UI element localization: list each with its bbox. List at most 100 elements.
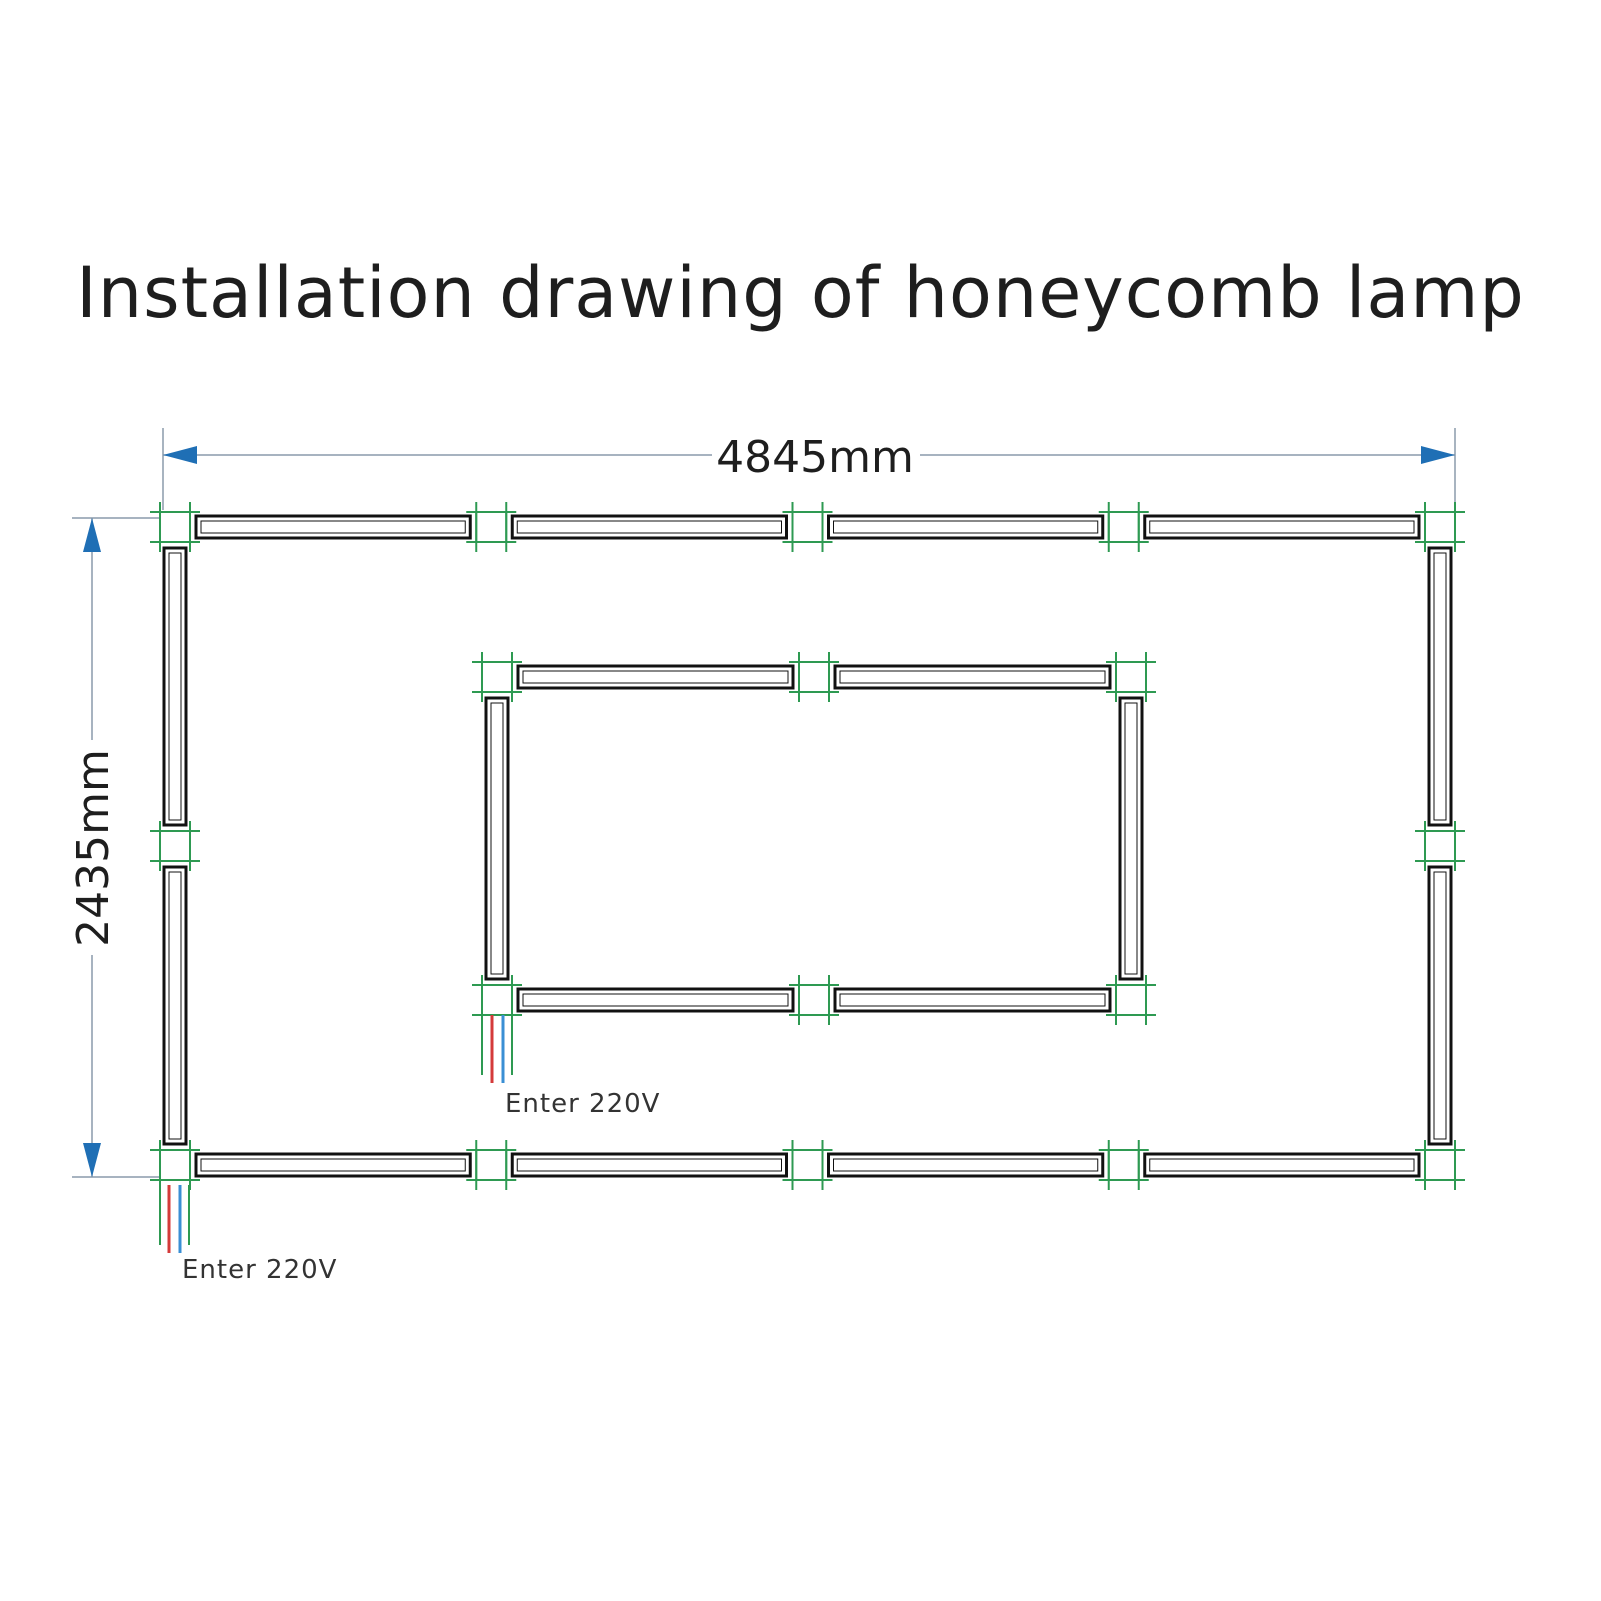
outer-top-connector-3-body	[1107, 511, 1140, 543]
inner-top-lamp-1	[516, 664, 795, 690]
outer-top-connector-1	[466, 502, 517, 552]
outer-frame	[150, 502, 1465, 1190]
outer-top-connector-3	[1098, 502, 1149, 552]
outer-left-lamp-1-outer	[162, 546, 188, 827]
inner-left-lamp-1-inner	[490, 702, 504, 975]
outer-top-lamp-1	[194, 514, 472, 540]
inner-corner-bottom-left	[472, 975, 522, 1025]
outer-bottom-lamp-2	[510, 1152, 788, 1178]
outer-bottom-connector-1-body	[475, 1149, 508, 1181]
outer-corner-bottom-left-body	[159, 1149, 191, 1181]
inner-top-lamp-1-inner	[522, 670, 789, 684]
inner-bottom-lamp-2-inner	[839, 993, 1106, 1007]
outer-top-lamp-1-inner	[200, 520, 466, 534]
inner-top-connector-1	[789, 652, 839, 702]
outer-top-lamp-2	[510, 514, 788, 540]
outer-left-lamp-2-outer	[162, 865, 188, 1146]
inner-top-lamp-2	[833, 664, 1112, 690]
page-title: Installation drawing of honeycomb lamp	[76, 252, 1525, 334]
outer-right-connector-1	[1415, 821, 1465, 871]
outer-top-lamp-4-outer	[1143, 514, 1421, 540]
outer-left-lamp-1-inner	[168, 552, 182, 821]
height-dimension: 2435mm	[68, 517, 160, 1178]
outer-top-connector-2	[782, 502, 833, 552]
outer-bottom-connector-3-body	[1107, 1149, 1140, 1181]
inner-power-label: Enter 220V	[505, 1089, 660, 1119]
outer-bottom-connector-1	[466, 1140, 517, 1190]
outer-bottom-lamp-4	[1143, 1152, 1421, 1178]
outer-corner-top-left-body	[159, 511, 191, 543]
outer-bottom-lamp-2-inner	[516, 1158, 782, 1172]
outer-top-lamp-3-outer	[827, 514, 1105, 540]
outer-top-lamp-3-inner	[833, 520, 1099, 534]
inner-bottom-connector-1-body	[798, 984, 830, 1016]
inner-corner-top-left-body	[481, 661, 513, 693]
inner-frame	[472, 652, 1156, 1025]
width-dimension: 4845mm	[162, 428, 1456, 510]
width-arrow-left	[163, 446, 197, 464]
inner-bottom-lamp-1	[516, 987, 795, 1013]
inner-corner-bottom-right	[1106, 975, 1156, 1025]
inner-corner-bottom-left-body	[481, 984, 513, 1016]
outer-corner-top-left	[150, 502, 200, 552]
outer-left-lamp-1	[162, 546, 188, 827]
height-arrow-bottom	[83, 1143, 101, 1177]
height-arrow-top	[83, 518, 101, 552]
inner-bottom-lamp-1-outer	[516, 987, 795, 1013]
outer-left-lamp-2-inner	[168, 871, 182, 1140]
outer-bottom-connector-3	[1098, 1140, 1149, 1190]
inner-top-lamp-2-inner	[839, 670, 1106, 684]
inner-right-lamp-1-inner	[1124, 702, 1138, 975]
inner-top-lamp-2-outer	[833, 664, 1112, 690]
inner-bottom-lamp-1-inner	[522, 993, 789, 1007]
inner-corner-top-right-body	[1115, 661, 1147, 693]
outer-right-lamp-1-inner	[1433, 552, 1447, 821]
outer-right-lamp-2-inner	[1433, 871, 1447, 1140]
outer-bottom-connector-2	[782, 1140, 833, 1190]
outer-left-connector-1	[150, 821, 200, 871]
outer-top-connector-1-body	[475, 511, 508, 543]
outer-right-connector-1-body	[1424, 830, 1456, 862]
inner-right-lamp-1-outer	[1118, 696, 1144, 981]
outer-bottom-lamp-2-outer	[510, 1152, 788, 1178]
outer-bottom-connector-2-body	[791, 1149, 824, 1181]
outer-left-lamp-2	[162, 865, 188, 1146]
outer-bottom-lamp-1-outer	[194, 1152, 472, 1178]
outer-corner-top-right	[1415, 502, 1465, 552]
outer-top-lamp-4-inner	[1149, 520, 1415, 534]
outer-top-lamp-3	[827, 514, 1105, 540]
height-label: 2435mm	[68, 749, 119, 947]
inner-top-lamp-1-outer	[516, 664, 795, 690]
outer-top-connector-2-body	[791, 511, 824, 543]
outer-right-lamp-2-outer	[1427, 865, 1453, 1146]
outer-bottom-lamp-3	[827, 1152, 1105, 1178]
inner-right-lamp-1	[1118, 696, 1144, 981]
outer-bottom-lamp-3-outer	[827, 1152, 1105, 1178]
inner-bottom-connector-1	[789, 975, 839, 1025]
outer-right-lamp-1	[1427, 546, 1453, 827]
outer-bottom-lamp-1-inner	[200, 1158, 466, 1172]
outer-top-lamp-1-outer	[194, 514, 472, 540]
inner-left-lamp-1	[484, 696, 510, 981]
outer-bottom-lamp-3-inner	[833, 1158, 1099, 1172]
width-label: 4845mm	[716, 432, 914, 483]
inner-left-lamp-1-outer	[484, 696, 510, 981]
outer-corner-bottom-left	[150, 1140, 200, 1190]
outer-bottom-lamp-4-inner	[1149, 1158, 1415, 1172]
outer-power-feed: Enter 220V	[159, 1185, 337, 1285]
inner-power-feed: Enter 220V	[481, 1015, 660, 1119]
outer-top-lamp-2-inner	[516, 520, 782, 534]
outer-power-label: Enter 220V	[182, 1255, 337, 1285]
inner-corner-top-right	[1106, 652, 1156, 702]
outer-corner-bottom-right	[1415, 1140, 1465, 1190]
outer-top-lamp-2-outer	[510, 514, 788, 540]
inner-bottom-lamp-2	[833, 987, 1112, 1013]
inner-bottom-lamp-2-outer	[833, 987, 1112, 1013]
outer-left-connector-1-body	[159, 830, 191, 862]
inner-corner-bottom-right-body	[1115, 984, 1147, 1016]
outer-right-lamp-1-outer	[1427, 546, 1453, 827]
outer-corner-bottom-right-body	[1424, 1149, 1456, 1181]
inner-top-connector-1-body	[798, 661, 830, 693]
outer-corner-top-right-body	[1424, 511, 1456, 543]
